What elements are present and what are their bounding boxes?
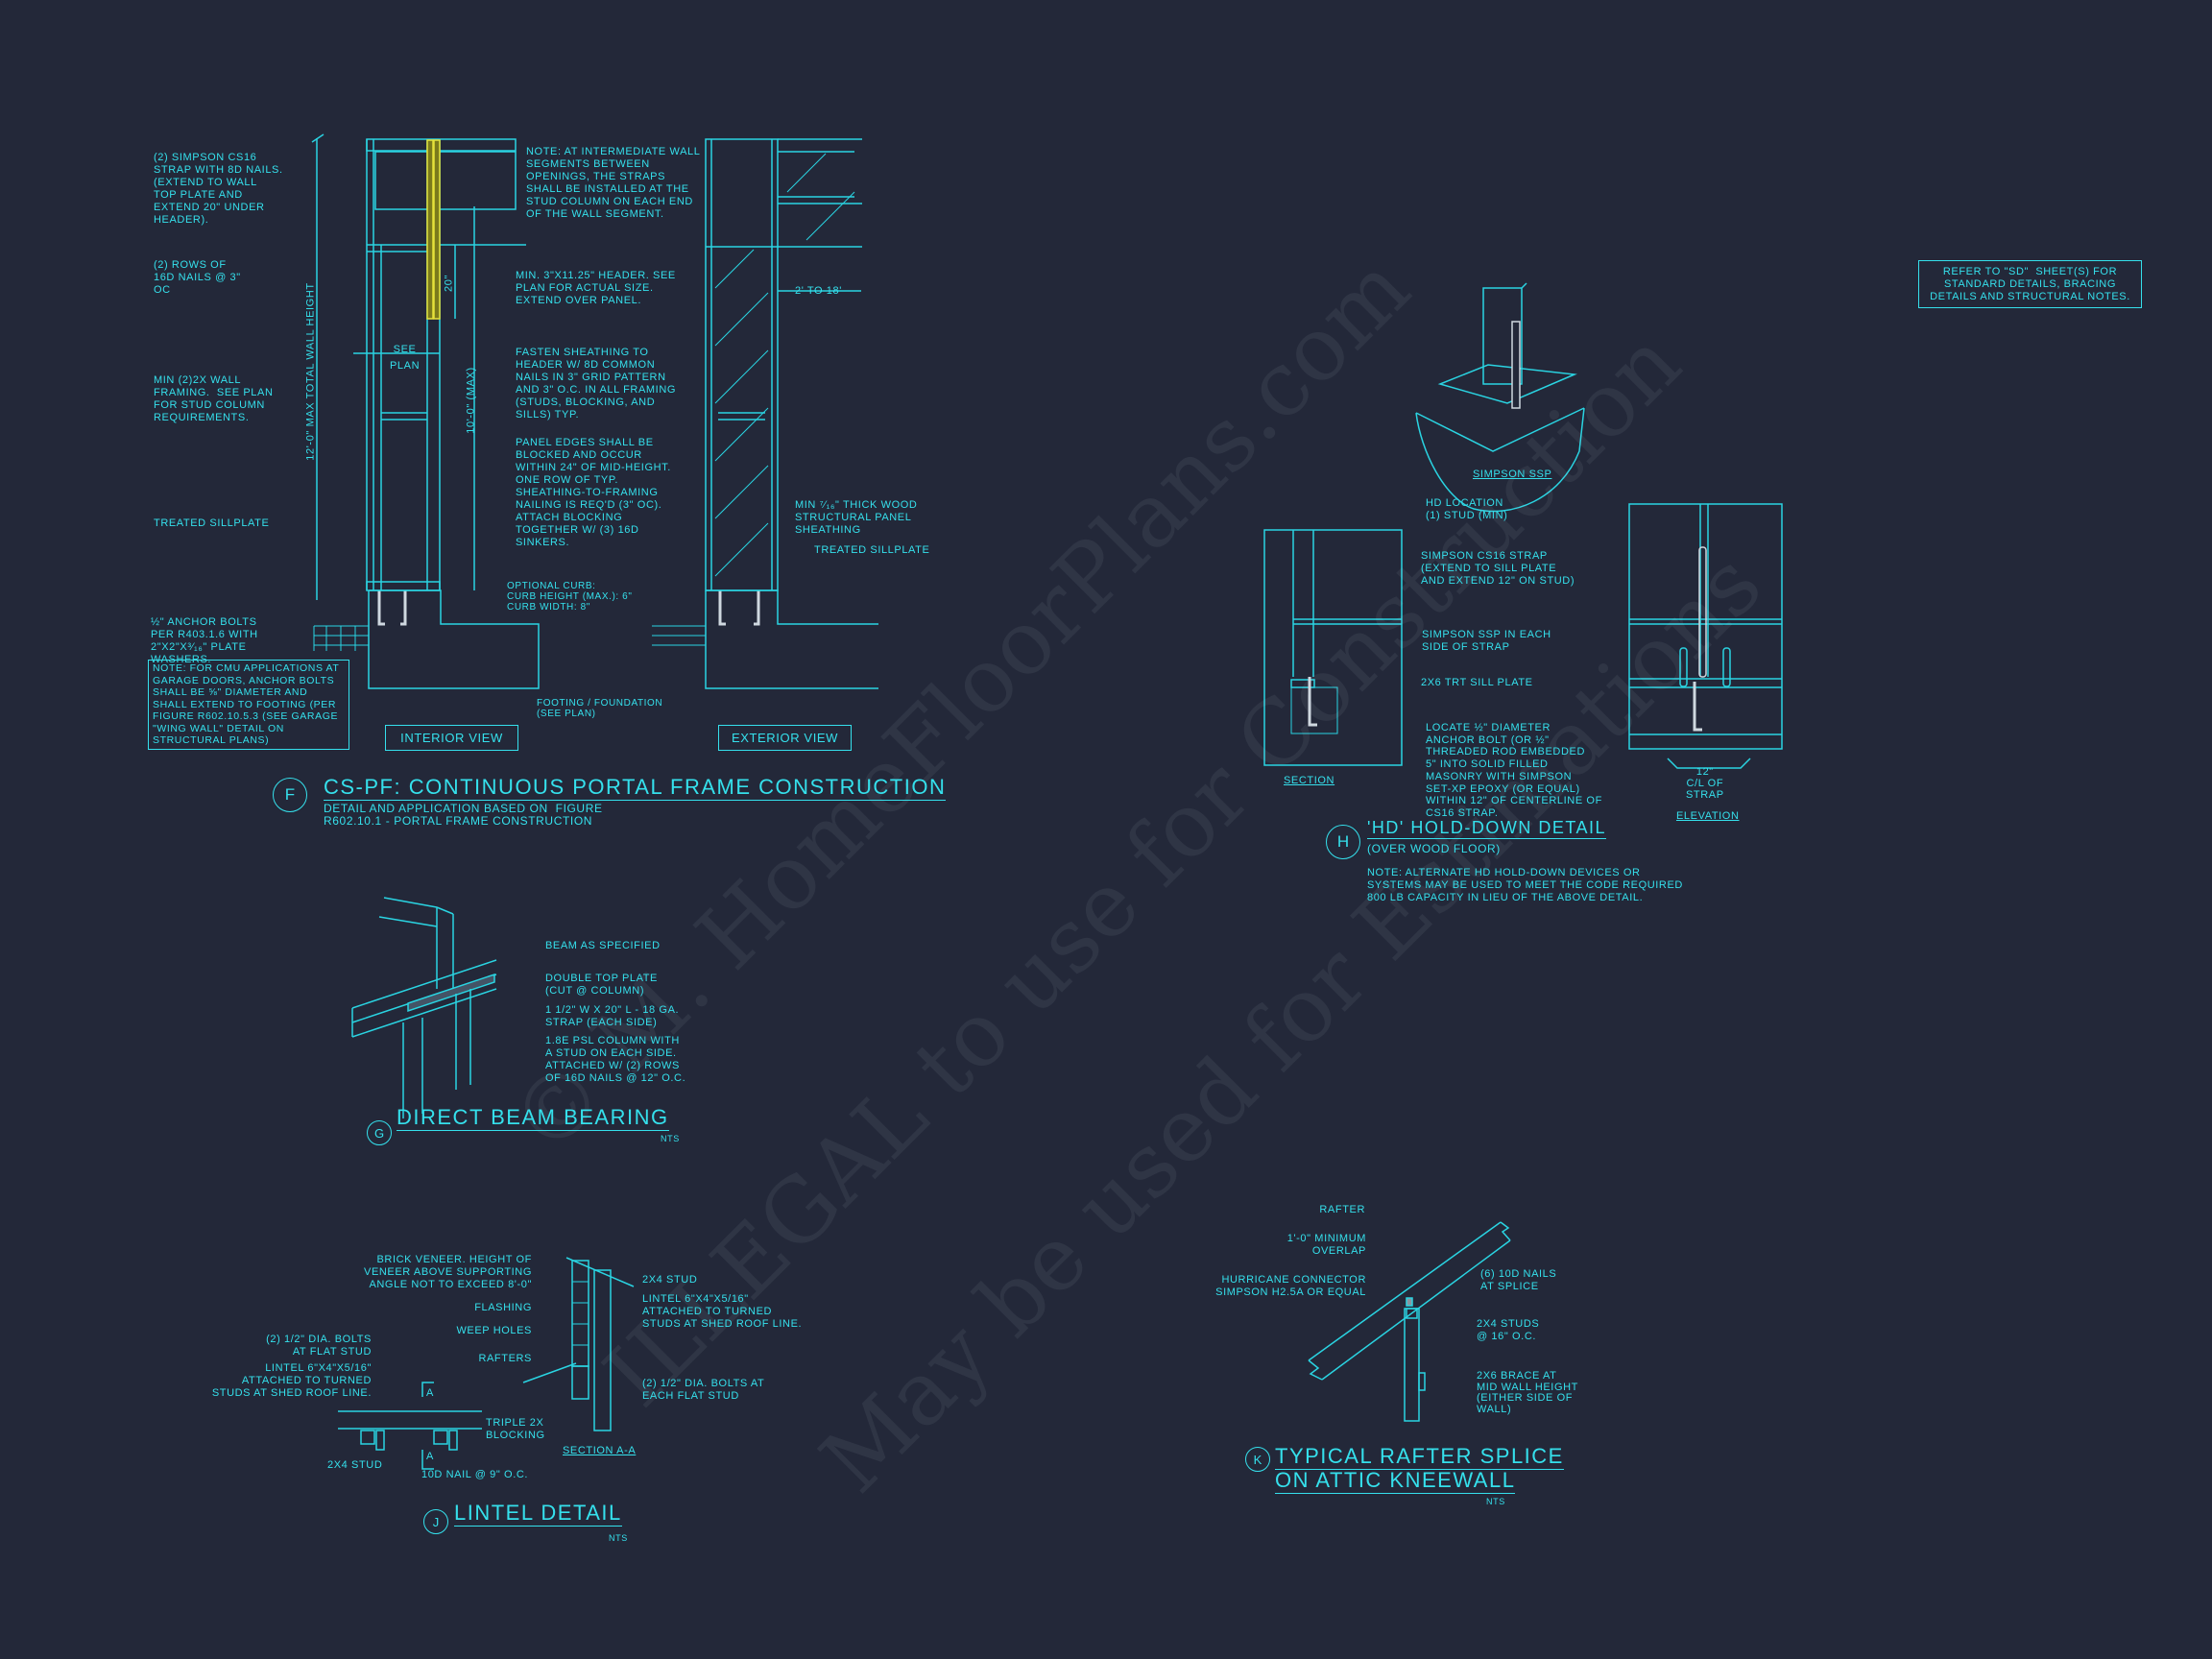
exterior-view-label-box: EXTERIOR VIEW [718,725,852,751]
blocking-label: TRIPLE 2x BLOCKING [486,1417,545,1441]
detail-h-note: NOTE: ALTERNATE HD HOLD-DOWN DEVICES OR … [1367,867,1683,903]
weep-holes-label: WEEP HOLES [456,1325,532,1336]
wall-height-dimension: 12'-0" MAX TOTAL WALL HEIGHT [304,282,317,461]
detail-k-marker: K [1245,1447,1270,1472]
framing-note: MIN (2)2X WALL FRAMING. SEE PLAN FOR STU… [154,374,274,423]
section-label: SECTION [1284,775,1335,786]
centerline-dimension: 12" C/L OF STRAP [1686,766,1724,801]
nail-label: 10d NAIL @ 9" O.C. [421,1469,529,1480]
brick-veneer-label: BRICK VENEER. HEIGHT OF VENEER ABOVE SUP… [364,1254,532,1290]
studs-label: 2x4 STUDS @ 16" O.C. [1477,1318,1540,1342]
max-height-dimension: 10'-0" (MAX) [465,367,477,434]
cs16-strap-label: SIMPSON CS16 STRAP (EXTEND TO SILL PLATE… [1421,550,1575,587]
panel-edges-note: PANEL EDGES SHALL BE BLOCKED AND OCCUR W… [516,437,671,548]
ssp-label: SIMPSON SSP IN EACH SIDE OF STRAP [1422,629,1551,653]
strap-extension-dimension: 20" [443,275,455,292]
section-aa-label: SECTION A-A [563,1445,637,1456]
detail-f-subtitle: DETAIL AND APPLICATION BASED ON FIGURE R… [324,802,603,828]
strap-highlight [426,139,441,320]
lintel-label-right: LINTEL 6"x4"x5/16" ATTACHED TO TURNED ST… [642,1293,803,1330]
rafter-label: RAFTER [1319,1204,1365,1215]
exterior-view-label: EXTERIOR VIEW [731,731,839,745]
psl-column-label: 1.8E PSL COLUMN WITH A STUD ON EACH SIDE… [545,1035,686,1084]
detail-j-scale: NTS [609,1533,628,1543]
elevation-label: ELEVATION [1676,810,1740,822]
sill-plate-label: 2x6 TRT SILL PLATE [1421,677,1533,688]
interior-wall-drawing [311,133,540,689]
cmu-note-box: NOTE: FOR CMU APPLICATIONS AT GARAGE DOO… [148,660,349,750]
detail-j-title: LINTEL DETAIL [454,1501,622,1527]
simpson-ssp-label: SIMPSON SSP [1473,469,1552,480]
bolts-label-left: (2) 1/2" DIA. BOLTS AT FLAT STUD [266,1334,372,1358]
rafter-splice-drawing [1308,1221,1511,1422]
intermediate-wall-note: NOTE: AT INTERMEDIATE WALL SEGMENTS BETW… [526,146,701,220]
see-plan-dimension: SEE PLAN [390,344,421,372]
strap-note: (2) SIMPSON CS16 STRAP WITH 8d NAILS. (E… [154,152,283,226]
lintel-label-left: LINTEL 6"x4"x5/16" ATTACHED TO TURNED ST… [211,1362,372,1399]
refer-note-box: REFER TO "SD" SHEET(S) FOR STANDARD DETA… [1918,260,2142,308]
detail-f-title: CS-PF: CONTINUOUS PORTAL FRAME CONSTRUCT… [324,775,947,801]
sillplate-note-left: TREATED SILLPLATE [154,517,270,529]
overlap-label: 1'-0" MINIMUM OVERLAP [1286,1233,1366,1257]
sheathing-note: MIN ⁷⁄₁₆" THICK WOOD STRUCTURAL PANEL SH… [795,499,918,536]
section-cut-bottom: A [426,1451,434,1462]
top-plate-label: DOUBLE TOP PLATE (CUT @ COLUMN) [545,973,658,997]
detail-g-marker: G [367,1120,392,1145]
detail-h-subtitle: (OVER WOOD FLOOR) [1367,842,1501,855]
brace-label: 2x6 BRACE AT MID WALL HEIGHT (EITHER SID… [1477,1370,1578,1415]
lintel-detail-drawing [338,1257,635,1470]
flashing-label: FLASHING [474,1302,532,1313]
detail-h-marker: H [1326,825,1360,859]
hd-location-label: HD LOCATION (1) STUD (MIN) [1426,497,1508,521]
exterior-wall-drawing [652,138,878,689]
stud-label-right: 2x4 STUD [642,1274,698,1286]
detail-j-marker: J [423,1509,448,1534]
interior-view-label: INTERIOR VIEW [400,731,503,745]
splice-nails-label: (6) 10d NAILS AT SPLICE [1480,1268,1557,1292]
beam-label: BEAM AS SPECIFIED [545,940,661,951]
detail-k-title-line-1: TYPICAL RAFTER SPLICE [1275,1444,1564,1470]
stud-label-left: 2x4 STUD [327,1459,383,1471]
strap-label: 1 1/2" W x 20" L - 18 GA. STRAP (EACH SI… [545,1004,680,1028]
refer-note: REFER TO "SD" SHEET(S) FOR STANDARD DETA… [1930,265,2130,302]
anchor-bolt-label: LOCATE ½" DIAMETER ANCHOR BOLT (OR ½" TH… [1426,722,1602,819]
header-note: MIN. 3"x11.25" HEADER. SEE PLAN FOR ACTU… [516,270,676,306]
detail-g-scale: NTS [661,1134,680,1143]
detail-f-marker: F [273,778,307,812]
nail-rows-note: (2) ROWS OF 16d NAILS @ 3" OC [154,259,241,296]
simpson-ssp-drawing [1415,282,1585,513]
footing-note: FOOTING / FOUNDATION (SEE PLAN) [537,698,663,719]
interior-view-label-box: INTERIOR VIEW [385,725,518,751]
span-note: 2' TO 18' [795,285,842,297]
direct-beam-bearing-drawing [351,897,497,1118]
fasten-sheathing-note: FASTEN SHEATHING TO HEADER W/ 8d COMMON … [516,347,677,421]
hold-down-section-drawing [1263,529,1403,766]
detail-k-title-line-2: ON ATTIC KNEEWALL [1275,1468,1516,1494]
curb-note: OPTIONAL CURB: CURB HEIGHT (MAX.): 6" CU… [507,581,633,613]
sillplate-note-right: TREATED SILLPLATE [814,544,930,556]
detail-k-scale: NTS [1486,1497,1505,1506]
section-cut-top: A [426,1387,434,1399]
cmu-note: NOTE: FOR CMU APPLICATIONS AT GARAGE DOO… [153,662,340,747]
hold-down-elevation-drawing [1628,503,1783,769]
detail-h-title: 'HD' HOLD-DOWN DETAIL [1367,818,1607,839]
rafters-label: RAFTERS [478,1353,532,1364]
bolts-label-right: (2) 1/2" DIA. BOLTS AT EACH FLAT STUD [642,1378,765,1402]
hurricane-connector-label: HURRICANE CONNECTOR SIMPSON H2.5A OR EQU… [1215,1274,1366,1298]
anchor-bolt-note: ½" ANCHOR BOLTS PER R403.1.6 WITH 2"x2"x… [151,616,258,665]
detail-g-title: DIRECT BEAM BEARING [397,1105,669,1131]
